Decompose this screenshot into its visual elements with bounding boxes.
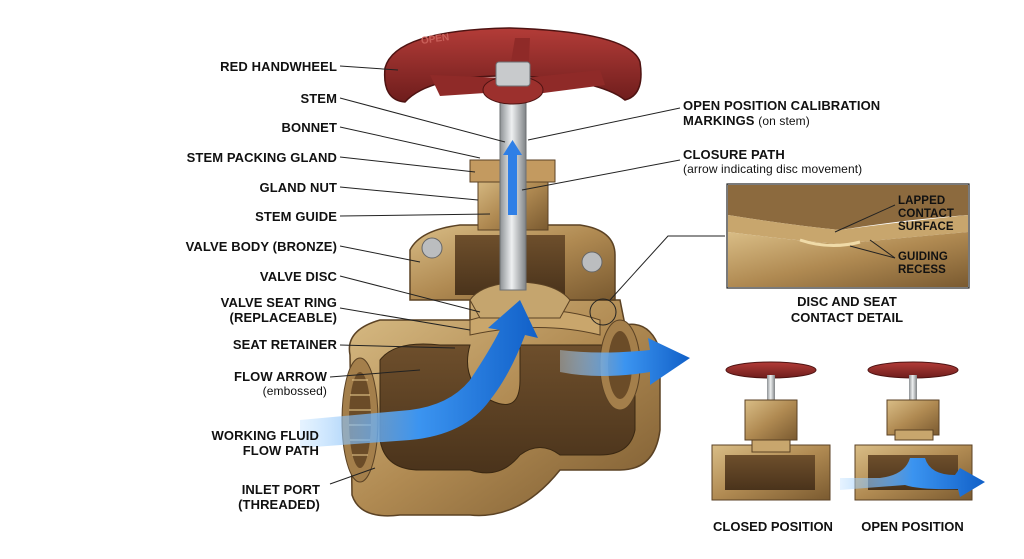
label-lapped-line1: LAPPED bbox=[898, 195, 946, 207]
label-stem: STEM bbox=[300, 91, 337, 106]
open-position-valve bbox=[840, 361, 985, 501]
label-valve-seat-ring-line1: VALVE SEAT RING bbox=[220, 295, 337, 310]
label-valve-body: VALVE BODY (BRONZE) bbox=[185, 239, 337, 254]
label-lapped-line2: CONTACT bbox=[898, 208, 955, 220]
label-seat-retainer: SEAT RETAINER bbox=[232, 337, 337, 352]
label-closure-path-sub: (arrow indicating disc movement) bbox=[683, 162, 863, 176]
label-flow-arrow-sub: (embossed) bbox=[262, 384, 327, 398]
label-gland-nut: GLAND NUT bbox=[259, 180, 337, 195]
label-lapped-line3: SURFACE bbox=[898, 221, 954, 233]
working-fluid-flow-arrow bbox=[300, 300, 538, 448]
label-guiding-recess: GUIDING RECESS bbox=[898, 251, 948, 277]
label-stem-guide: STEM GUIDE bbox=[255, 209, 337, 224]
label-lapped-contact: LAPPED CONTACT SURFACE bbox=[898, 195, 954, 234]
label-open-calibration-line1: OPEN POSITION CALIBRATION bbox=[683, 98, 881, 113]
red-handwheel bbox=[383, 27, 642, 105]
leader-lines bbox=[329, 65, 725, 485]
label-valve-seat-ring-line2: (REPLACEABLE) bbox=[229, 310, 337, 325]
label-bonnet: BONNET bbox=[281, 120, 337, 135]
label-valve-disc: VALVE DISC bbox=[259, 269, 337, 284]
label-red-handwheel: RED HANDWHEEL bbox=[220, 59, 337, 74]
detail-caption-line1: DISC AND SEAT bbox=[797, 294, 897, 309]
open-flow-arrow bbox=[840, 458, 985, 497]
detail-caption: DISC AND SEAT CONTACT DETAIL bbox=[767, 294, 927, 326]
label-guiding-line2: RECESS bbox=[898, 264, 946, 276]
label-open-calibration: OPEN POSITION CALIBRATION MARKINGS (on s… bbox=[683, 98, 880, 129]
label-closure-path: CLOSURE PATH (arrow indicating disc move… bbox=[683, 147, 862, 177]
caption-open-position: OPEN POSITION bbox=[861, 519, 964, 534]
label-guiding-line1: GUIDING bbox=[898, 251, 948, 263]
detail-caption-line2: CONTACT DETAIL bbox=[790, 310, 904, 325]
label-working-fluid-line1: WORKING FLUID bbox=[211, 428, 319, 443]
caption-closed-position: CLOSED POSITION bbox=[713, 519, 833, 534]
label-stem-packing-gland: STEM PACKING GLAND bbox=[186, 150, 337, 165]
label-closure-path-main: CLOSURE PATH bbox=[683, 147, 785, 162]
label-flow-arrow: FLOW ARROW (embossed) bbox=[234, 369, 327, 399]
label-inlet-port-line2: (THREADED) bbox=[238, 497, 320, 512]
label-working-fluid: WORKING FLUID FLOW PATH bbox=[212, 428, 319, 458]
label-open-calibration-line2: MARKINGS bbox=[683, 113, 755, 128]
disc-seat-detail bbox=[726, 183, 970, 289]
label-open-calibration-sub: (on stem) bbox=[758, 114, 810, 128]
outlet-flow-arrow bbox=[560, 338, 690, 385]
closure-path-arrow bbox=[508, 150, 517, 215]
label-inlet-port: INLET PORT (THREADED) bbox=[238, 482, 320, 512]
label-flow-arrow-main: FLOW ARROW bbox=[234, 369, 327, 384]
label-valve-seat-ring: VALVE SEAT RING (REPLACEABLE) bbox=[221, 295, 337, 325]
closed-position-valve bbox=[711, 361, 831, 501]
label-inlet-port-line1: INLET PORT bbox=[241, 482, 320, 497]
label-working-fluid-line2: FLOW PATH bbox=[242, 443, 319, 458]
